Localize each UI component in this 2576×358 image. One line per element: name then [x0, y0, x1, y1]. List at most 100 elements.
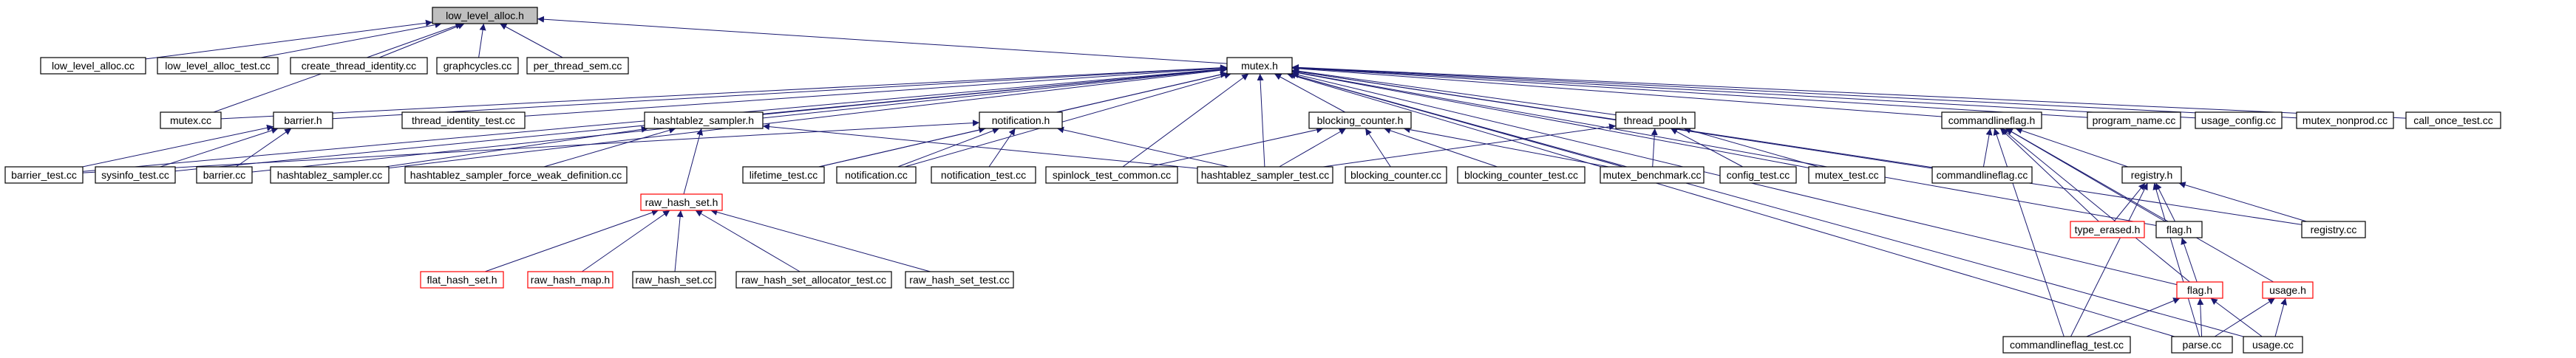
node-raw-hash-set-cc[interactable]: raw_hash_set.cc [632, 271, 716, 289]
node-usage-config-cc[interactable]: usage_config.cc [2195, 111, 2283, 129]
node-box [632, 271, 716, 289]
node-usage-cc[interactable]: usage.cc [2243, 336, 2303, 354]
edge-raw_hash_set_test_cc-to-raw_hash_set_h [710, 209, 931, 272]
edge-hashtablez_sampler_cc-to-mutex_h [388, 66, 1228, 169]
node-notification-h[interactable]: notification.h [979, 111, 1063, 129]
node-box [273, 111, 333, 129]
node-box [196, 166, 253, 184]
node-label: mutex.h [1241, 60, 1278, 72]
node-raw-hash-set-test-cc[interactable]: raw_hash_set_test.cc [905, 271, 1014, 289]
node-call-once-test-cc[interactable]: call_once_test.cc [2405, 111, 2501, 129]
node-box [1197, 166, 1333, 184]
edge-type_erased_h-to-commandlineflag_h [1999, 128, 2099, 222]
node-mutex-nonprod-cc[interactable]: mutex_nonprod.cc [2296, 111, 2394, 129]
node-label: per_thread_sem.cc [534, 60, 622, 72]
node-flat-hash-set-h[interactable]: flat_hash_set.h [420, 271, 504, 289]
edge-commandlineflag_cc-to-commandlineflag_h [1982, 128, 1993, 168]
node-type-erased-h[interactable]: type_erased.h [2070, 221, 2145, 238]
node-flag-h-1[interactable]: flag.h [2155, 221, 2203, 238]
node-box [157, 57, 279, 75]
edge-spinlock_test_common_cc-to-blocking_counter_h [1148, 126, 1324, 168]
node-notification-test-cc[interactable]: notification_test.cc [931, 166, 1036, 184]
node-box [432, 7, 538, 24]
node-label: blocking_counter.h [1317, 114, 1404, 126]
node-box [905, 271, 1014, 289]
node-label: raw_hash_map.h [531, 274, 610, 286]
edge-sysinfo_test_cc-to-barrier_h [160, 127, 279, 168]
node-graphcycles-cc[interactable]: graphcycles.cc [436, 57, 519, 75]
edge-usage_cc-to-mutex_h [1288, 72, 2244, 337]
node-blocking-counter-h[interactable]: blocking_counter.h [1308, 111, 1412, 129]
node-box [2296, 111, 2394, 129]
node-sysinfo-test-cc[interactable]: sysinfo_test.cc [95, 166, 176, 184]
node-create-thread-identity-cc[interactable]: create_thread_identity.cc [290, 57, 428, 75]
node-label: mutex_test.cc [1815, 169, 1878, 181]
edge-graphcycles_cc-to-low_level_alloc_h [478, 23, 486, 58]
edge-per_thread_sem_cc-to-low_level_alloc_h [500, 23, 563, 58]
edge-spinlock_test_common_cc-to-mutex_h [1122, 73, 1249, 168]
node-blocking-counter-test-cc[interactable]: blocking_counter_test.cc [1457, 166, 1586, 184]
edge-mutex_test_cc-to-mutex_h [1291, 69, 1809, 168]
edge-usage_cc-to-flag_h_2 [2210, 297, 2263, 337]
node-low-level-alloc-cc[interactable]: low_level_alloc.cc [40, 57, 146, 75]
edge-mutex_h-to-low_level_alloc_h [537, 16, 1228, 64]
node-hashtablez-sampler-h[interactable]: hashtablez_sampler.h [644, 111, 764, 129]
edge-mutex_test_cc-to-thread_pool_h [1683, 127, 1819, 168]
node-box [2002, 336, 2131, 354]
node-barrier-test-cc[interactable]: barrier_test.cc [4, 166, 84, 184]
file-nodes: low_level_alloc.h low_level_alloc.cc low_l… [4, 7, 2501, 354]
edge-barrier_h-to-mutex_h [332, 64, 1228, 120]
node-notification-cc[interactable]: notification.cc [836, 166, 917, 184]
node-per-thread-sem-cc[interactable]: per_thread_sem.cc [526, 57, 629, 75]
node-commandlineflag-h[interactable]: commandlineflag.h [1941, 111, 2042, 129]
edge-raw_hash_set_cc-to-raw_hash_set_h [674, 210, 684, 272]
node-flag-h-2[interactable]: flag.h [2176, 281, 2223, 299]
edge-mutex_cc-to-mutex_h [220, 64, 1228, 120]
node-blocking-counter-cc[interactable]: blocking_counter.cc [1345, 166, 1447, 184]
node-usage-h[interactable]: usage.h [2262, 281, 2314, 299]
node-mutex-benchmark-cc[interactable]: mutex_benchmark.cc [1600, 166, 1705, 184]
node-label: thread_pool.h [1624, 114, 1688, 126]
edge-low_level_alloc_test_cc-to-low_level_alloc_h [260, 21, 442, 58]
node-program-name-cc[interactable]: program_name.cc [2087, 111, 2181, 129]
edge-flat_hash_set_h-to-raw_hash_set_h [484, 209, 659, 272]
node-registry-h[interactable]: registry.h [2121, 166, 2182, 184]
edge-blocking_counter_test_cc-to-blocking_counter_h [1384, 127, 1498, 168]
node-hashtablez-sampler-cc[interactable]: hashtablez_sampler.cc [270, 166, 390, 184]
node-label: low_level_alloc.h [446, 10, 524, 21]
node-low-level-alloc-test-cc[interactable]: low_level_alloc_test.cc [157, 57, 279, 75]
node-commandlineflag-test-cc[interactable]: commandlineflag_test.cc [2002, 336, 2131, 354]
node-box [2070, 221, 2145, 238]
node-raw-hash-set-h[interactable]: raw_hash_set.h [640, 193, 723, 211]
node-registry-cc[interactable]: registry.cc [2301, 221, 2366, 238]
node-mutex-h[interactable]: mutex.h [1226, 57, 1293, 75]
edge-flag_h_1-to-mutex_h [1291, 69, 2157, 226]
node-thread-pool-h[interactable]: thread_pool.h [1615, 111, 1696, 129]
node-parse-cc[interactable]: parse.cc [2171, 336, 2233, 354]
node-raw-hash-map-h[interactable]: raw_hash_map.h [527, 271, 614, 289]
node-low-level-alloc-h[interactable]: low_level_alloc.h [432, 7, 538, 24]
node-hashtablez-sampler-test-cc[interactable]: hashtablez_sampler_test.cc [1197, 166, 1333, 184]
node-box [1345, 166, 1447, 184]
node-box [40, 57, 146, 75]
node-hashtablez-sampler-force-weak-definition-cc[interactable]: hashtablez_sampler_force_weak_definition… [404, 166, 628, 184]
node-box [401, 111, 526, 129]
node-spinlock-test-common-cc[interactable]: spinlock_test_common.cc [1045, 166, 1178, 184]
node-mutex-test-cc[interactable]: mutex_test.cc [1808, 166, 1886, 184]
node-box [404, 166, 628, 184]
node-barrier-h[interactable]: barrier.h [273, 111, 333, 129]
edge-blocking_counter_cc-to-blocking_counter_h [1365, 128, 1391, 168]
node-label: parse.cc [2183, 339, 2222, 351]
node-label: usage_config.cc [2201, 114, 2276, 126]
node-lifetime-test-cc[interactable]: lifetime_test.cc [742, 166, 825, 184]
node-thread-identity-test-cc[interactable]: thread_identity_test.cc [401, 111, 526, 129]
node-box [527, 271, 614, 289]
node-commandlineflag-cc[interactable]: commandlineflag.cc [1931, 166, 2033, 184]
node-barrier-cc[interactable]: barrier.cc [196, 166, 253, 184]
node-raw-hash-set-allocator-test-cc[interactable]: raw_hash_set_allocator_test.cc [735, 271, 892, 289]
node-mutex-cc[interactable]: mutex.cc [160, 111, 222, 129]
node-box [1600, 166, 1705, 184]
node-label: notification_test.cc [941, 169, 1026, 181]
node-config-test-cc[interactable]: config_test.cc [1719, 166, 1797, 184]
